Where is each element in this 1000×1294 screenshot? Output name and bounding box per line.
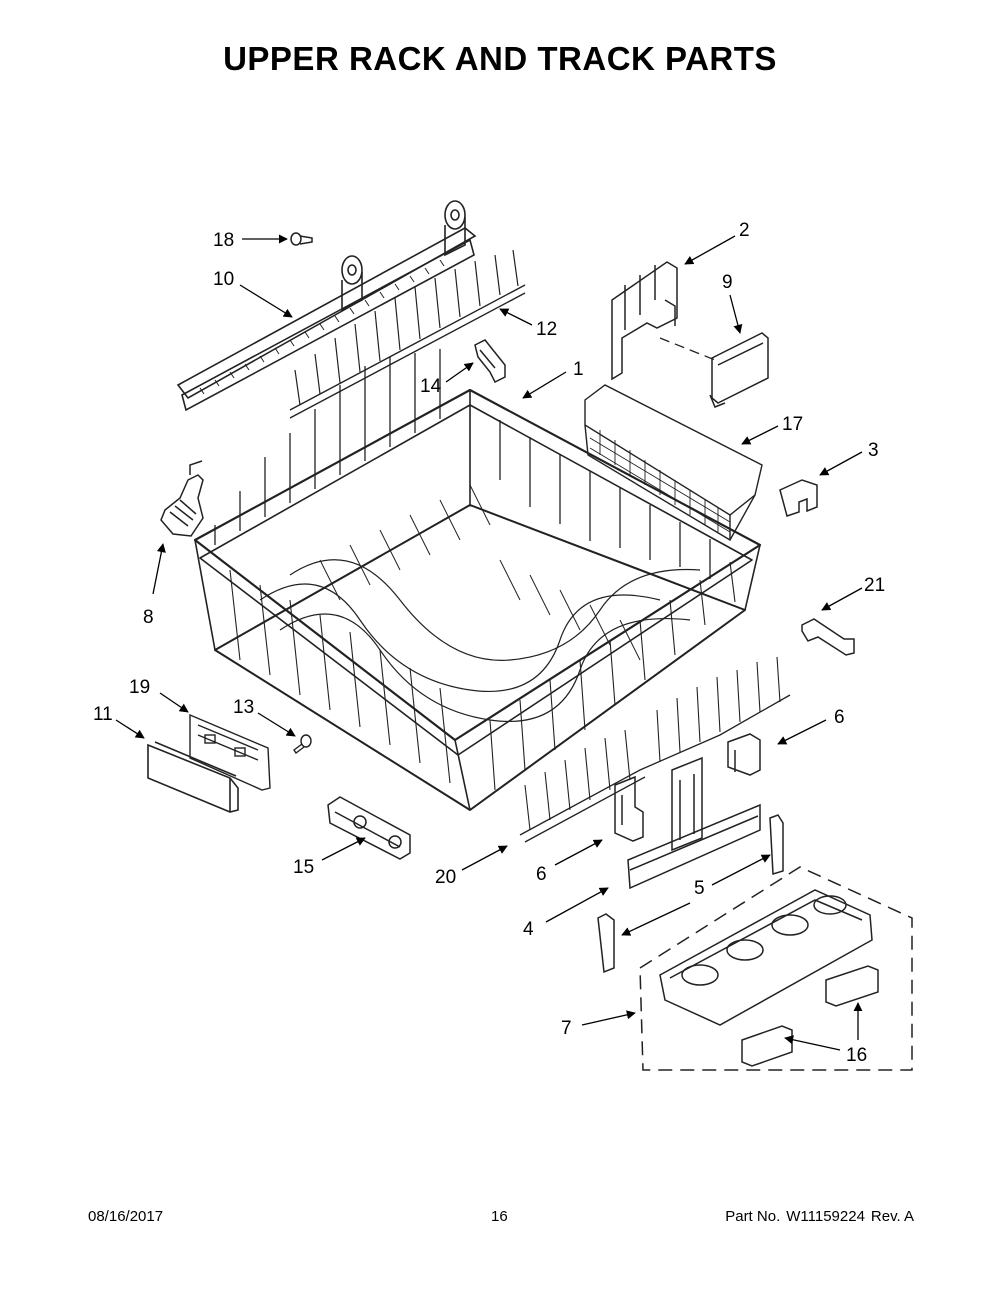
part-8-illustration [160,460,204,537]
page-title: UPPER RACK AND TRACK PARTS [223,40,777,77]
footer-date: 08/16/2017 [88,1208,164,1225]
part-19-illustration [189,713,271,791]
callout-18: 18 [213,230,234,251]
footer-page-number: 16 [491,1208,508,1225]
callout-13: 13 [233,697,254,718]
part-number: W11159224 [786,1208,865,1225]
track-rail-illustration [176,200,477,412]
callout-15: 15 [293,857,314,878]
callout-19: 19 [129,677,150,698]
callout-9: 9 [722,272,733,293]
part-6-back-illustration [727,733,761,776]
callout-17: 17 [782,414,803,435]
callout-2: 2 [739,220,750,241]
callout-1: 1 [573,359,584,380]
callout-16: 16 [846,1045,867,1066]
post-5-illustration [597,814,784,974]
part-15-illustration [327,796,411,860]
callout-20: 20 [435,867,456,888]
basket-17-illustration [584,384,763,541]
upper-rack-illustration [193,349,762,811]
bracket-2-illustration [611,261,678,381]
frame-4-illustration [627,756,761,890]
clip-14-illustration [474,339,506,384]
footer-part-number: Part No. W11159224 Rev. A [719,1208,914,1225]
handle-11-illustration [147,741,239,813]
screw-13-illustration [293,734,312,755]
callout-6-front: 6 [536,864,547,885]
revision: Rev. A [870,1208,914,1225]
callout-5: 5 [694,878,705,899]
callout-4: 4 [523,919,534,940]
callout-labels: 18 10 2 9 12 14 1 17 3 8 21 19 13 11 6 1… [93,220,885,1066]
tray-7-illustration [659,889,873,1026]
leader-dash-2-9 [659,337,716,361]
part-6-front-illustration [614,775,644,842]
clip-3-illustration [779,479,818,517]
part-21-illustration [801,618,855,656]
part-label: Part No. [725,1208,781,1225]
tine-row-20-illustration [519,656,791,843]
callout-3: 3 [868,440,879,461]
screw-18-illustration [290,232,313,246]
callout-11: 11 [93,704,113,725]
callout-7: 7 [561,1018,572,1039]
tray-7-group [639,866,913,1071]
tine-row-12-illustration [289,249,526,419]
callout-8: 8 [143,607,154,628]
callout-21: 21 [864,575,885,596]
callout-12: 12 [536,319,557,340]
callout-14: 14 [420,376,442,397]
leader-arrows [115,234,863,1051]
callout-10: 10 [213,269,234,290]
cover-9-illustration [709,332,769,408]
callout-6-back: 6 [834,707,845,728]
